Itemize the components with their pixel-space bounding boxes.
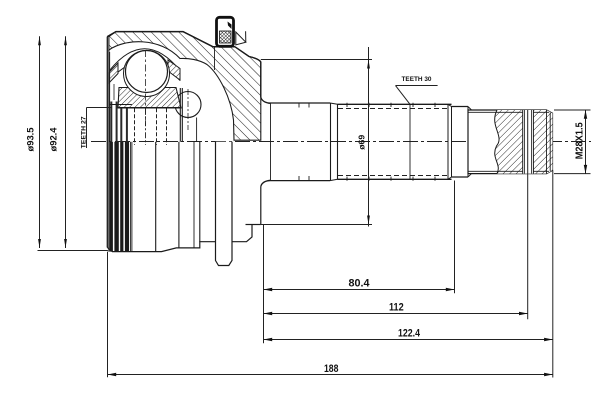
svg-text:TEETH 30: TEETH 30: [402, 76, 432, 83]
svg-text:188: 188: [324, 363, 339, 375]
svg-text:ø92.4: ø92.4: [48, 128, 58, 152]
svg-text:112: 112: [389, 302, 404, 314]
svg-text:80.4: 80.4: [349, 277, 371, 289]
svg-text:TEETH 27: TEETH 27: [80, 116, 87, 148]
svg-text:ø69: ø69: [357, 134, 366, 150]
svg-text:122.4: 122.4: [398, 327, 421, 339]
svg-text:M28X1.5: M28X1.5: [574, 122, 585, 159]
svg-text:ø93.5: ø93.5: [26, 128, 36, 152]
